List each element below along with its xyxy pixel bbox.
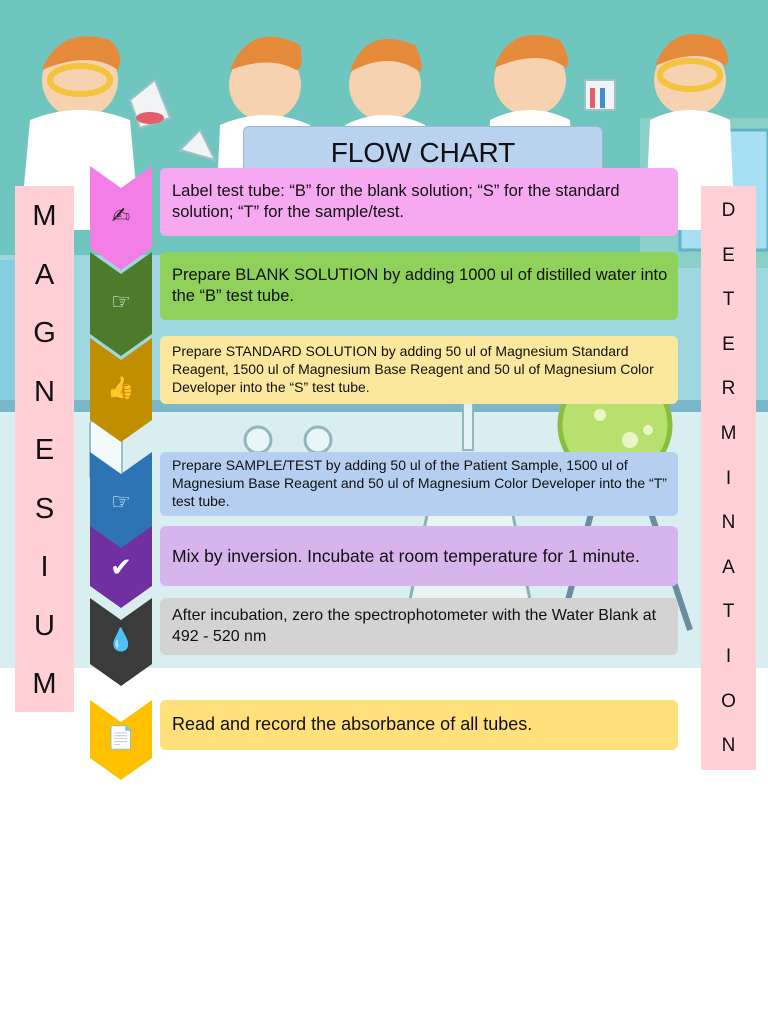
right-word-letter: O <box>721 690 736 712</box>
step-text: Mix by inversion. Incubate at room tempe… <box>172 545 640 566</box>
step-box: Prepare STANDARD SOLUTION by adding 50 u… <box>160 336 678 404</box>
left-word-letter: N <box>34 375 55 408</box>
flow-chart-title: FLOW CHART <box>330 137 516 168</box>
left-word-letter: A <box>34 258 55 291</box>
left-word-letter: S <box>34 492 55 525</box>
step-text: Label test tube: “B” for the blank solut… <box>172 181 620 221</box>
left-word-letter: G <box>33 317 56 349</box>
left-word-letter: M <box>32 668 57 700</box>
step-text: After incubation, zero the spectrophotom… <box>172 607 657 645</box>
right-word-letter: M <box>720 423 737 444</box>
right-word-letter: R <box>721 378 736 400</box>
left-word-letter: U <box>34 609 55 642</box>
right-word-letter: I <box>725 646 732 667</box>
check-mark-icon: ✔ <box>110 553 132 583</box>
left-word-letter: I <box>40 551 49 583</box>
pointing-hand-icon: ☞ <box>111 490 131 515</box>
drop-icon: 💧 <box>107 628 135 653</box>
right-word-letter: T <box>722 601 735 623</box>
step-text: Read and record the absorbance of all tu… <box>172 714 533 735</box>
step-box: Label test tube: “B” for the blank solut… <box>160 168 678 236</box>
right-word-letter: D <box>721 200 736 221</box>
step-box: Mix by inversion. Incubate at room tempe… <box>160 526 678 586</box>
thumbs-up-icon: 👍 <box>107 376 135 401</box>
step-box: After incubation, zero the spectrophotom… <box>160 598 678 655</box>
left-word-letter: M <box>32 200 57 232</box>
right-word-letter: I <box>725 467 732 489</box>
right-word-letter: E <box>722 333 735 355</box>
right-word-letter: T <box>722 289 735 311</box>
step-text: Prepare BLANK SOLUTION by adding 1000 ul… <box>172 265 668 305</box>
step-box: Prepare SAMPLE/TEST by adding 50 ul of t… <box>160 452 678 516</box>
left-word-letter: E <box>34 434 55 466</box>
right-word-letter: N <box>721 735 736 757</box>
pointing-hand-icon: ☞ <box>111 290 131 315</box>
step-box: Prepare BLANK SOLUTION by adding 1000 ul… <box>160 252 678 320</box>
right-word-letter: N <box>721 512 736 534</box>
right-word-letter: A <box>722 556 735 578</box>
step-text: Prepare SAMPLE/TEST by adding 50 ul of t… <box>172 457 667 509</box>
step-box: Read and record the absorbance of all tu… <box>160 700 678 750</box>
documents-icon: 📄 <box>107 726 135 751</box>
right-word-letter: E <box>722 244 735 266</box>
writing-hand-icon: ✍ <box>111 204 131 229</box>
step-text: Prepare STANDARD SOLUTION by adding 50 u… <box>172 343 654 395</box>
